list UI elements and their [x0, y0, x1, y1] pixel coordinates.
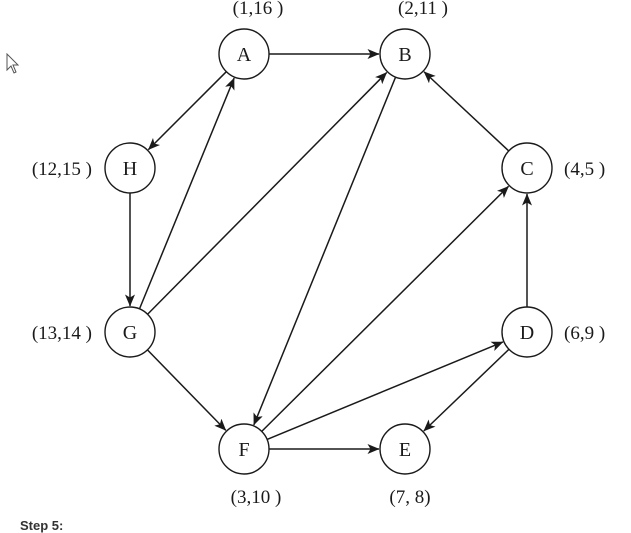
node-circle-a	[218, 28, 270, 80]
edge-f-to-c	[261, 185, 510, 432]
time-label-d: (6,9 )	[564, 323, 605, 344]
time-label-f: (3,10 )	[231, 487, 282, 508]
edge-g-to-f	[146, 349, 227, 431]
node-a: A (1,16 )	[218, 0, 284, 80]
edge-c-to-b	[423, 71, 510, 152]
node-label-c: C	[520, 158, 533, 180]
nodes-layer: A (1,16 ) B (2,11 ) C (4,5 ) D (6,9 ) E (7, 8) F (3…	[32, 0, 605, 508]
node-d: D (6,9 )	[501, 306, 605, 358]
edge-d-to-e	[423, 348, 510, 432]
node-label-d: D	[520, 322, 534, 344]
node-g: G (13,14 )	[32, 306, 156, 358]
time-label-a: (1,16 )	[233, 0, 284, 19]
node-circle-h	[104, 142, 156, 194]
node-label-e: E	[399, 439, 411, 461]
node-circle-b	[379, 28, 431, 80]
node-b: B (2,11 )	[379, 0, 448, 80]
node-circle-d	[501, 306, 553, 358]
node-f: F (3,10 )	[218, 423, 282, 508]
node-label-f: F	[238, 439, 249, 461]
time-label-h: (12,15 )	[32, 159, 92, 180]
edge-a-to-h	[147, 71, 227, 151]
time-label-g: (13,14 )	[32, 323, 92, 344]
edge-g-to-b	[147, 71, 388, 315]
time-label-b: (2,11 )	[398, 0, 448, 19]
node-e: E (7, 8)	[379, 423, 431, 508]
node-circle-f	[218, 423, 270, 475]
node-circle-g	[104, 306, 156, 358]
edge-f-to-d	[266, 341, 504, 441]
node-h: H (12,15 )	[32, 142, 156, 194]
edge-b-to-f	[253, 76, 397, 426]
node-label-b: B	[398, 44, 411, 66]
mouse-pointer-icon	[5, 52, 21, 75]
node-c: C (4,5 )	[501, 142, 605, 194]
node-circle-c	[501, 142, 553, 194]
time-label-c: (4,5 )	[564, 159, 605, 180]
edge-g-to-a	[138, 77, 235, 310]
step-label: Step 5:	[20, 518, 64, 533]
node-label-a: A	[237, 44, 252, 66]
time-label-e: (7, 8)	[389, 487, 430, 508]
node-label-g: G	[123, 322, 137, 344]
edges-layer	[125, 49, 532, 454]
node-label-h: H	[123, 158, 137, 180]
node-circle-e	[379, 423, 431, 475]
